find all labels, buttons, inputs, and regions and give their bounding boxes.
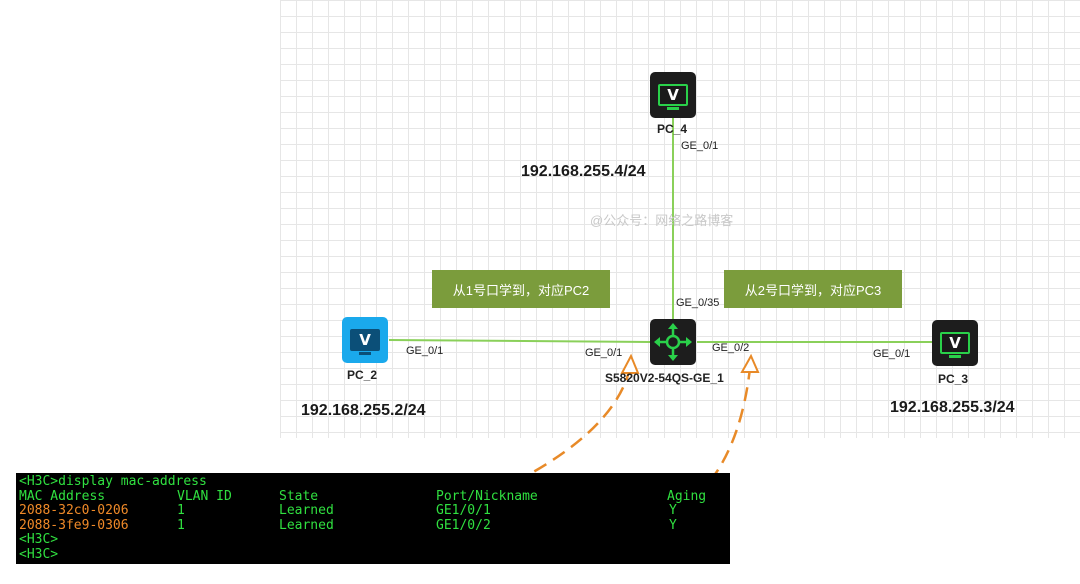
pc3-ip: 192.168.255.3/24 <box>890 399 1015 416</box>
terminal-prompt: <H3C> <box>19 532 59 548</box>
note-left: 从1号口学到，对应PC2 <box>432 270 610 308</box>
pc2-label: PC_2 <box>347 368 378 382</box>
terminal-prompt: <H3C> <box>19 547 59 562</box>
header-mac: MAC Address <box>19 488 106 504</box>
arrow-to-ge0-1 <box>514 367 632 484</box>
row1-port: GE1/0/1 <box>436 503 491 519</box>
monitor-icon: V <box>350 329 380 351</box>
arrowhead-ge0-2 <box>740 353 760 373</box>
pc4-device[interactable]: V <box>650 72 696 118</box>
pc3-port-label: GE_0/1 <box>873 348 911 360</box>
header-state: State <box>279 488 319 504</box>
note-right: 从2号口学到，对应PC3 <box>724 270 902 308</box>
switch-label: S5820V2-54QS-GE_1 <box>605 371 724 385</box>
pc3-label: PC_3 <box>938 372 969 386</box>
row2-mac: 2088-3fe9-0306 <box>19 517 129 533</box>
monitor-stand <box>359 352 371 355</box>
row2-aging: Y <box>669 517 677 533</box>
switch-port-left-label: GE_0/1 <box>585 347 623 359</box>
row2-vlan: 1 <box>177 517 185 533</box>
row1-state: Learned <box>279 503 334 519</box>
terminal-command: <H3C>display mac-address <box>19 474 207 489</box>
pc3-device[interactable]: V <box>932 320 978 366</box>
pc2-device[interactable]: V <box>342 317 388 363</box>
monitor-icon: V <box>940 332 970 354</box>
monitor-stand <box>949 355 961 358</box>
pc4-ip: 192.168.255.4/24 <box>521 163 646 180</box>
terminal-output: <H3C>display mac-address MAC Address VLA… <box>16 473 730 564</box>
monitor-icon: V <box>658 84 688 106</box>
watermark: @公众号：网络之路博客 <box>590 213 734 228</box>
row1-vlan: 1 <box>177 503 185 519</box>
pc2-port-label: GE_0/1 <box>406 345 444 357</box>
row2-state: Learned <box>279 517 334 533</box>
switch-arrows-icon <box>654 323 692 361</box>
row1-mac: 2088-32c0-0206 <box>19 503 129 519</box>
pc3-glyph: V <box>949 334 961 352</box>
pc4-port-label: GE_0/1 <box>681 140 719 152</box>
pc2-ip: 192.168.255.2/24 <box>301 402 426 419</box>
row2-port: GE1/0/2 <box>436 517 491 533</box>
link-pc2-switch <box>388 339 651 343</box>
switch-port-up-label: GE_0/35 <box>676 297 720 309</box>
row1-aging: Y <box>669 503 677 519</box>
monitor-stand <box>667 107 679 110</box>
header-vlan: VLAN ID <box>177 488 232 504</box>
header-port: Port/Nickname <box>436 488 538 504</box>
switch-device[interactable] <box>650 319 696 365</box>
pc4-label: PC_4 <box>657 122 688 136</box>
pc2-glyph: V <box>359 331 371 349</box>
header-aging: Aging <box>667 488 707 504</box>
pc4-glyph: V <box>667 86 679 104</box>
arrowhead-ge0-1 <box>620 353 640 374</box>
switch-port-right-label: GE_0/2 <box>712 342 750 354</box>
